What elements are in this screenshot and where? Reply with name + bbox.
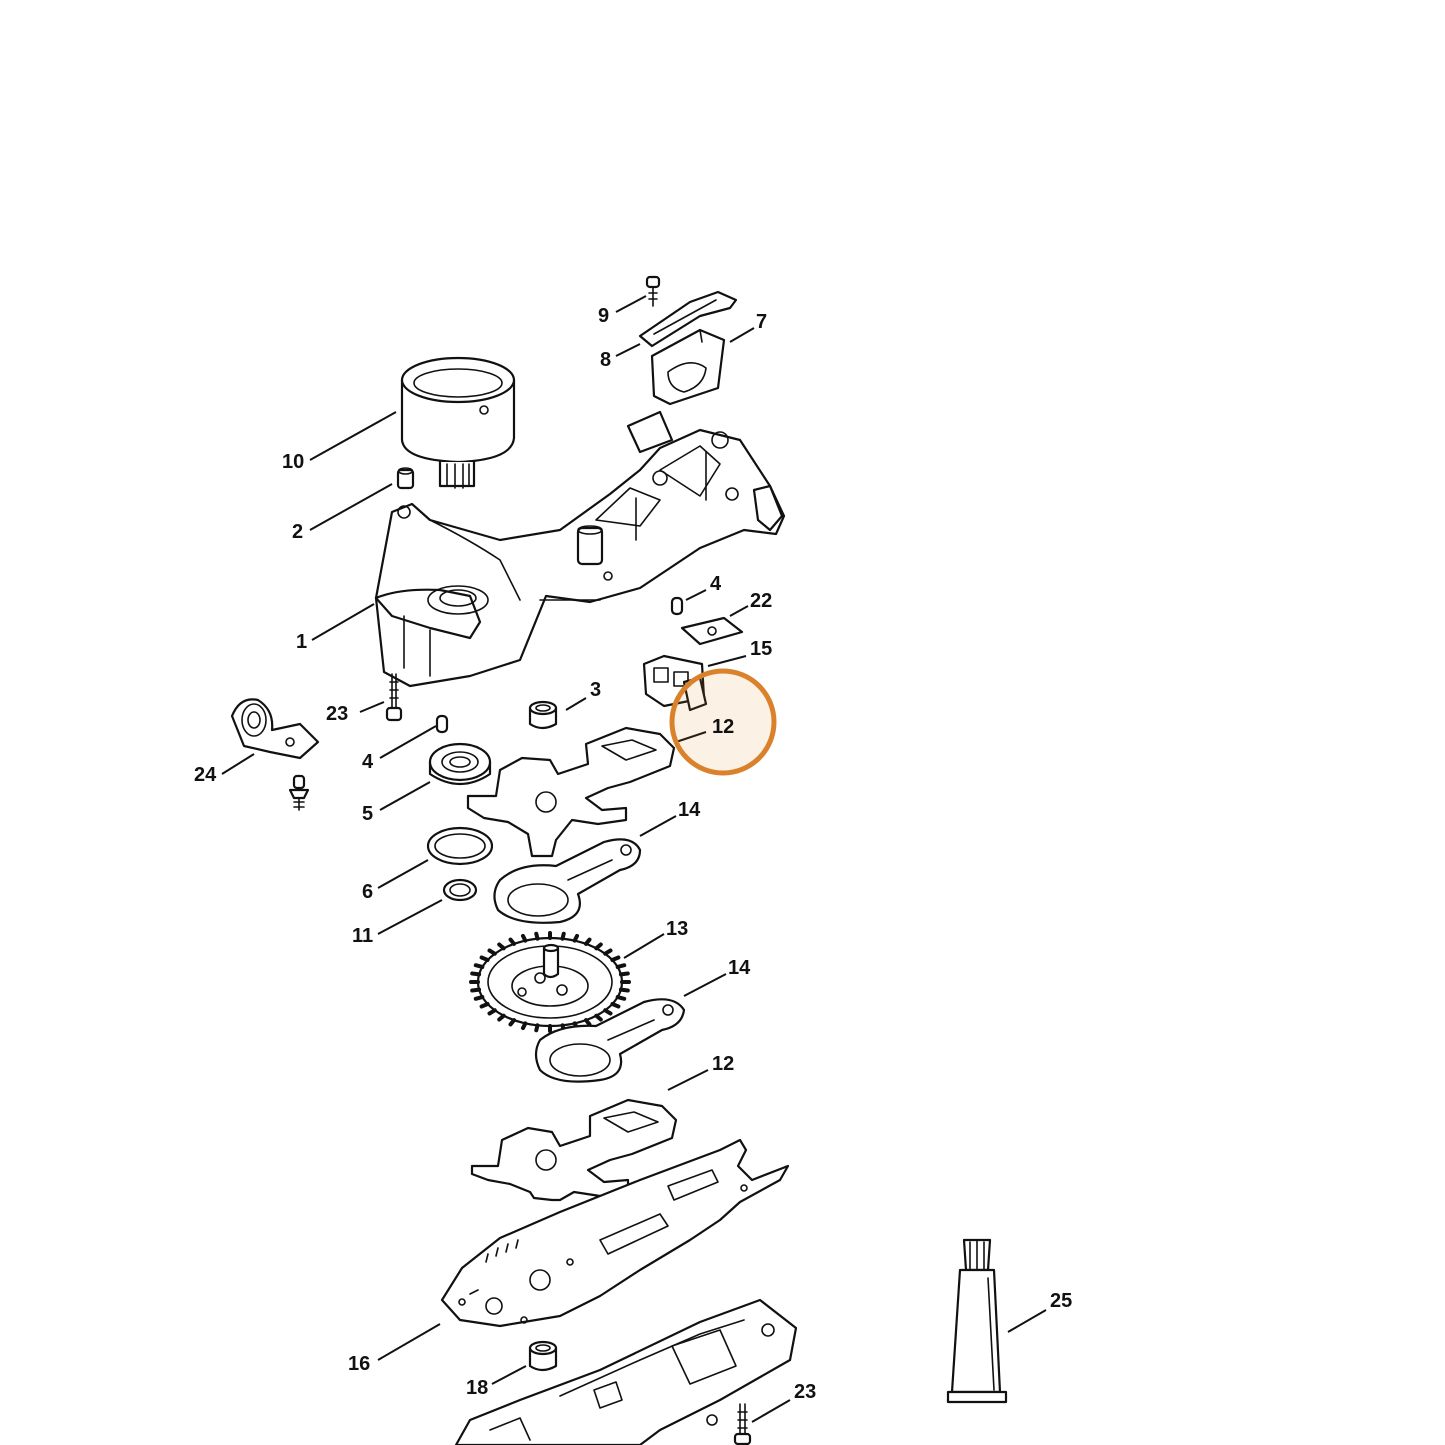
gear-tooth [603,1008,613,1016]
callout-1[interactable]: 1 [296,631,307,653]
gear-tooth [594,1013,603,1022]
callout-15[interactable]: 15 [750,638,772,660]
part-25-grease-tube[interactable] [946,1238,1008,1404]
callout-4-upper[interactable]: 4 [710,573,722,595]
highlight-circle [669,668,777,776]
gear-tooth [520,1021,528,1031]
callout-12-upper[interactable]: 12 [712,716,734,738]
gear-tooth [497,942,506,951]
part-14-connecting-link-lower[interactable] [534,998,686,1083]
gear-tooth [615,995,627,1001]
callout-6[interactable]: 6 [362,881,373,903]
part-3-needle-bearing[interactable] [528,700,558,730]
callout-23-lower[interactable]: 23 [794,1381,816,1403]
gear-tooth [508,1018,516,1027]
gear-tooth [497,1013,506,1022]
callout-14-upper[interactable]: 14 [678,799,701,821]
gear-tooth [615,963,627,969]
callout-14-lower[interactable]: 14 [728,957,751,979]
gear-tooth [487,948,497,956]
part-6-circlip[interactable] [426,826,494,866]
gear-tooth [520,933,528,943]
gear-tooth [479,955,490,962]
gear-tooth [479,1002,490,1009]
part-9-screw[interactable] [645,275,661,307]
callout-8[interactable]: 8 [600,349,611,371]
leader-lines [221,295,1047,1423]
gear-tooth [534,1023,540,1033]
gear-tooth [610,955,621,962]
gear-tooth [560,931,566,941]
part-5-ball-bearing[interactable] [428,742,492,785]
callout-4-lower[interactable]: 4 [362,751,374,773]
part-4-pin-lower[interactable] [435,714,449,734]
gear-tooth [618,987,630,993]
part-23-screw-upper[interactable] [385,673,403,722]
callout-16[interactable]: 16 [348,1353,370,1375]
callout-18[interactable]: 18 [466,1377,488,1399]
callout-13[interactable]: 13 [666,918,688,940]
part-10-drum-pinion[interactable] [400,356,516,489]
callout-25[interactable]: 25 [1050,1290,1072,1312]
gear-tooth [473,963,485,969]
lower-gear-housing [454,1298,798,1445]
callout-22[interactable]: 22 [750,590,772,612]
gear-tooth [610,1002,621,1009]
gear-tooth [618,971,630,977]
part-16-gasket[interactable] [440,1138,790,1328]
part-14-connecting-link-upper[interactable] [493,838,642,924]
gear-tooth [487,1008,497,1016]
part-24-bracket[interactable] [230,698,320,811]
callout-23-upper[interactable]: 23 [326,703,348,725]
part-8-clamp-strap[interactable] [638,290,738,348]
callout-24[interactable]: 24 [194,764,217,786]
callout-11[interactable]: 11 [352,925,373,947]
callout-7[interactable]: 7 [756,311,767,333]
callout-10[interactable]: 10 [282,451,304,473]
gear-tooth [584,1018,592,1027]
part-4-pin-upper[interactable] [670,596,684,616]
gear-tooth [508,937,516,946]
callout-2[interactable]: 2 [292,521,303,543]
part-7-cover[interactable] [650,328,726,406]
gear-tooth [473,995,485,1001]
part-22-plate[interactable] [680,616,744,646]
part-23-screw-lower[interactable] [733,1403,752,1445]
callout-labels: 9 7 8 10 2 4 22 1 15 3 23 12 24 4 5 14 6… [194,305,1072,1403]
part-13-gear-wheel[interactable] [469,931,631,1033]
callout-5[interactable]: 5 [362,803,373,825]
gear-tooth [603,948,613,956]
part-11-washer[interactable] [442,878,478,902]
gear-tooth [470,987,482,993]
part-2-sleeve[interactable] [396,467,415,490]
part-18-needle-bearing[interactable] [528,1340,558,1372]
callout-12-lower[interactable]: 12 [712,1053,734,1075]
gear-tooth [572,933,580,943]
gear-tooth [470,971,482,977]
part-12-guide-plate-lower[interactable] [470,1098,678,1202]
gear-tooth [584,937,592,946]
gear-tooth [594,942,603,951]
part-12-guide-plate-upper[interactable] [466,726,676,858]
callout-3[interactable]: 3 [590,679,601,701]
part-1-gear-housing[interactable] [374,410,786,688]
gear-tooth [534,931,540,941]
callout-9[interactable]: 9 [598,305,609,327]
